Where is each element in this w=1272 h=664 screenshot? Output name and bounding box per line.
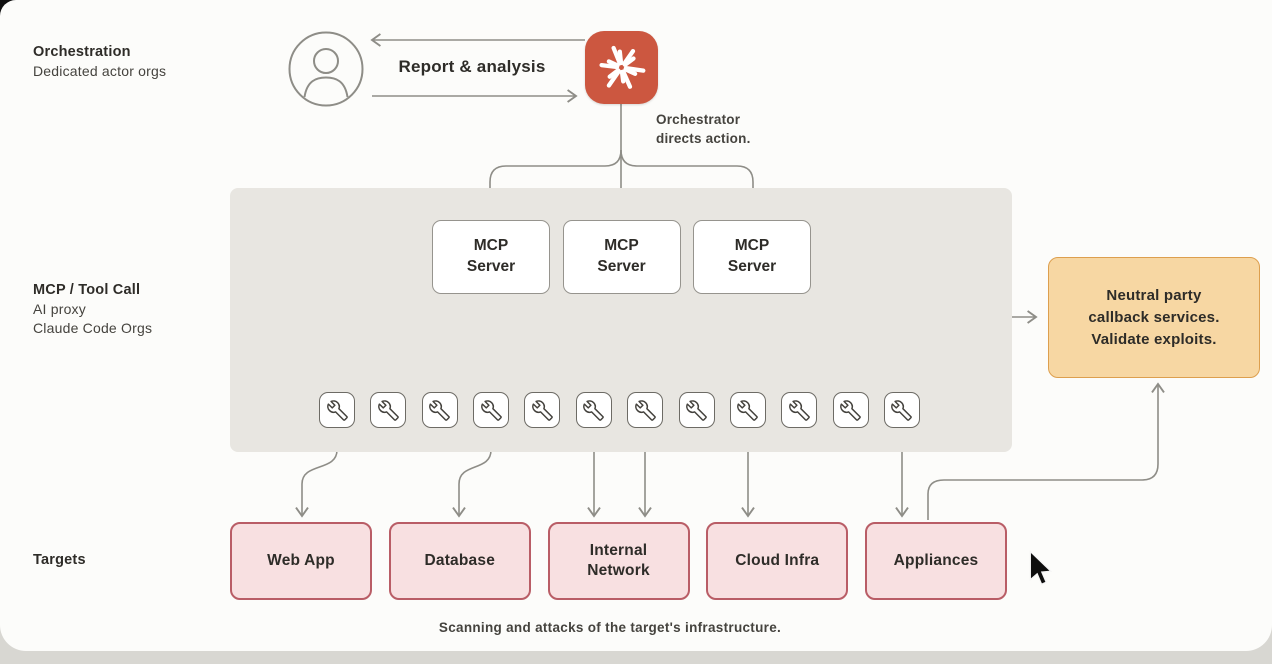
orchestrator-note: Orchestrator directs action.	[656, 110, 751, 148]
targets-row: Web App Database Internal Network Cloud Inf…	[230, 522, 1007, 600]
wrench-icon	[634, 399, 656, 421]
neutral-line-2: callback services.	[1088, 308, 1220, 326]
neutral-line-1: Neutral party	[1106, 286, 1202, 304]
window-corner	[0, 0, 16, 16]
claude-spark-rays	[599, 45, 646, 89]
target-label: Cloud Infra	[735, 551, 820, 569]
mcp-server-label: MCP Server	[727, 237, 777, 275]
mcp-subtitle-ai-proxy: AI proxy	[33, 301, 86, 317]
mcp-server-box-3: MCP Server	[693, 220, 811, 294]
orchestration-subtitle: Dedicated actor orgs	[33, 63, 167, 79]
mouse-cursor	[1029, 550, 1053, 586]
report-analysis-label: Report & analysis	[398, 57, 546, 76]
mcp-subtitle-claude-code-orgs: Claude Code Orgs	[33, 320, 153, 336]
mcp-tool-call-title: MCP / Tool Call	[33, 282, 141, 298]
wrench-icon	[686, 399, 707, 421]
target-label: Appliances	[893, 551, 979, 569]
wrench-icon	[737, 399, 759, 421]
tool-box-6	[575, 392, 612, 428]
mcp-server-box-1: MCP Server	[432, 220, 550, 294]
target-label: Web App	[267, 551, 335, 569]
tool-box-7	[627, 392, 664, 428]
tool-box-12	[883, 392, 920, 428]
neutral-party-box: Neutral party callback services. Validat…	[1048, 257, 1260, 378]
tool-box-4	[473, 392, 510, 428]
tool-box-3	[421, 392, 458, 428]
mcp-server-label: MCP Server	[597, 237, 646, 275]
wrench-icon	[788, 399, 810, 421]
tool-box-9	[729, 392, 766, 428]
target-label: Internal Network	[587, 541, 650, 579]
wrench-icon	[891, 399, 913, 421]
orchestrator-note-line2: directs action.	[656, 131, 751, 146]
wrench-icon	[326, 399, 348, 421]
target-box-internal-network: Internal Network	[547, 522, 690, 600]
neutral-line-3: Validate exploits.	[1091, 330, 1217, 348]
target-box-cloud-infra: Cloud Infra	[706, 522, 849, 600]
wrench-icon	[840, 399, 861, 421]
wrench-icon	[480, 399, 502, 421]
tool-box-1	[319, 392, 355, 428]
tool-row	[319, 392, 920, 428]
tool-box-5	[524, 392, 561, 428]
target-box-web-app: Web App	[230, 522, 372, 600]
mcp-server-box-2: MCP Server	[562, 220, 681, 294]
tool-box-11	[832, 392, 869, 428]
claude-spark-icon	[585, 31, 658, 104]
mcp-tool-call-label: MCP / Tool Call AI proxy Claude Code Org…	[33, 282, 152, 336]
mcp-server-label: MCP Server	[466, 237, 516, 275]
caption-text: Scanning and attacks of the target's inf…	[438, 620, 782, 635]
targets-label: Targets	[33, 552, 86, 568]
target-label: Database	[424, 551, 496, 569]
tool-box-2	[370, 392, 407, 428]
wrench-icon	[583, 399, 605, 421]
target-box-appliances: Appliances	[865, 522, 1007, 600]
wrench-icon	[377, 399, 399, 421]
target-box-database: Database	[388, 522, 531, 600]
orchestration-title: Orchestration	[33, 44, 131, 60]
person-icon	[288, 31, 364, 107]
tool-box-10	[781, 392, 818, 428]
orchestration-label: Orchestration Dedicated actor orgs	[33, 44, 166, 79]
wrench-icon	[429, 399, 451, 421]
wrench-icon	[532, 399, 553, 421]
mcp-server-row: MCP Server MCP Server MCP Server	[432, 220, 811, 294]
targets-title: Targets	[33, 552, 86, 568]
tool-box-8	[678, 392, 715, 428]
orchestrator-note-line1: Orchestrator	[656, 112, 741, 127]
